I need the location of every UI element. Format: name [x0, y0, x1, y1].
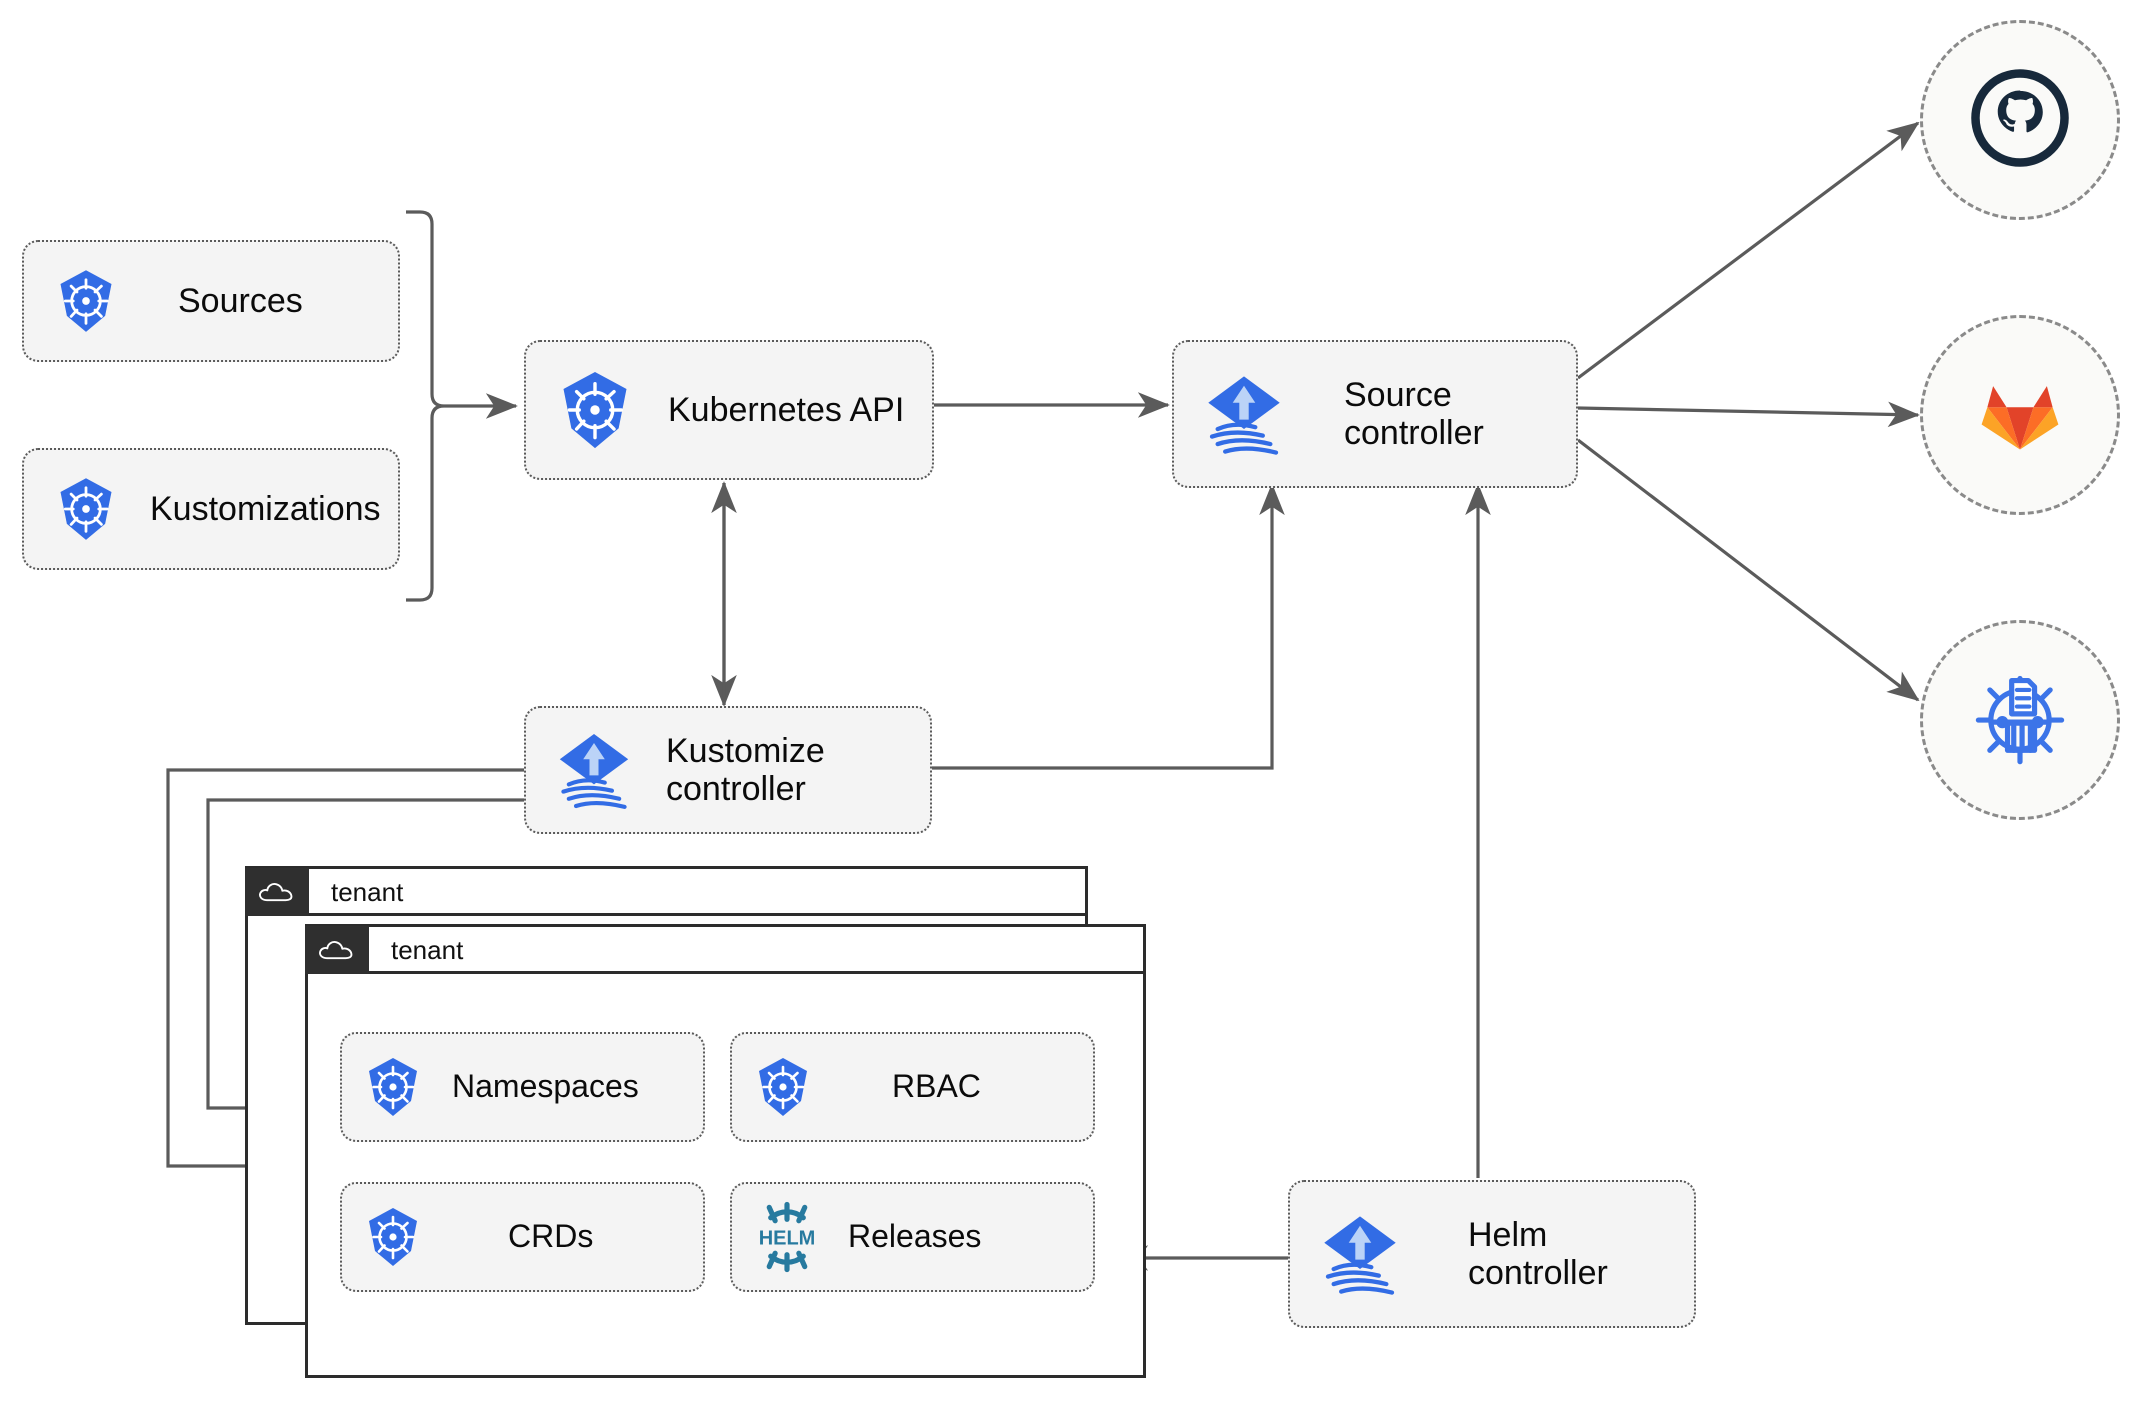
node-label: RBAC	[892, 1068, 981, 1105]
node-label: Kustomizations	[150, 489, 381, 528]
node-kubernetes-api[interactable]: Kubernetes API	[524, 340, 934, 480]
node-label: Namespaces	[452, 1068, 639, 1105]
helm-repository-icon	[1968, 666, 2072, 775]
flux-icon	[1196, 366, 1292, 462]
node-rbac[interactable]: RBAC	[730, 1032, 1095, 1142]
kubernetes-icon	[50, 265, 122, 337]
kubernetes-icon	[750, 1054, 816, 1120]
kubernetes-icon	[360, 1054, 426, 1120]
provider-gitlab[interactable]	[1920, 315, 2120, 515]
provider-helm-repository[interactable]	[1920, 620, 2120, 820]
node-crds[interactable]: CRDs	[340, 1182, 705, 1292]
node-label: Kustomize controller	[666, 731, 825, 808]
kubernetes-icon	[50, 473, 122, 545]
svg-text:HELM: HELM	[759, 1227, 816, 1249]
kubernetes-icon	[360, 1204, 426, 1270]
cloud-icon	[305, 926, 369, 974]
node-releases[interactable]: HELM Releases	[730, 1182, 1095, 1292]
node-label: Sources	[178, 281, 303, 320]
node-label: Helm controller	[1468, 1215, 1608, 1292]
node-helm-controller[interactable]: Helm controller	[1288, 1180, 1696, 1328]
node-label: CRDs	[508, 1218, 594, 1255]
helm-icon: HELM	[750, 1200, 824, 1274]
flux-icon	[548, 724, 640, 816]
node-namespaces[interactable]: Namespaces	[340, 1032, 705, 1142]
node-label: Kubernetes API	[668, 390, 905, 429]
node-sources[interactable]: Sources	[22, 240, 400, 362]
cloud-icon	[245, 868, 309, 916]
github-icon	[1967, 65, 2073, 176]
kubernetes-icon	[552, 367, 638, 453]
provider-github[interactable]	[1920, 20, 2120, 220]
node-kustomize-controller[interactable]: Kustomize controller	[524, 706, 932, 834]
node-label: Source controller	[1344, 375, 1484, 452]
flux-icon	[1312, 1206, 1408, 1302]
tenant-label: tenant	[391, 934, 464, 965]
node-kustomizations[interactable]: Kustomizations	[22, 448, 400, 570]
tenant-label: tenant	[331, 876, 404, 907]
node-label: Releases	[848, 1218, 982, 1255]
gitlab-icon	[1972, 365, 2068, 466]
tenant-front-header: tenant	[305, 926, 463, 974]
node-source-controller[interactable]: Source controller	[1172, 340, 1578, 488]
tenant-back-header: tenant	[245, 868, 403, 916]
